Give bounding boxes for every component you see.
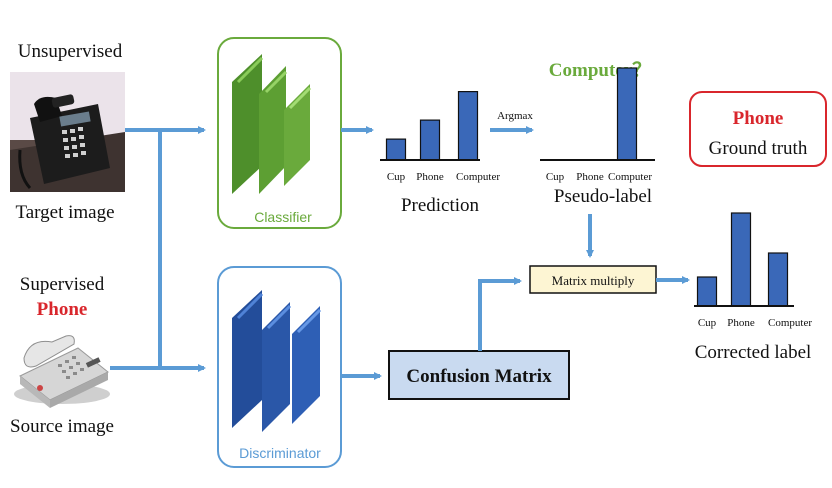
pseudo-label-label: Pseudo-label xyxy=(554,186,652,207)
matrix-to-multiply-arrow xyxy=(478,277,522,351)
prediction-chart: Cup Phone Computer xyxy=(380,90,500,183)
prediction-bar-cup xyxy=(385,138,407,161)
classifier-box: Classifier xyxy=(217,37,342,229)
corrected-label-tick-cup: Cup xyxy=(698,317,717,329)
prediction-tick-phone: Phone xyxy=(416,171,444,183)
ground-truth-box: Phone Ground truth xyxy=(689,91,827,167)
corrected-label-bar-cup xyxy=(696,276,718,307)
corrected-label-bar-phone xyxy=(730,212,752,307)
prediction-label: Prediction xyxy=(401,195,480,216)
pseudo-label-tick-computer: Computer xyxy=(608,171,652,183)
pseudo-label-tick-cup: Cup xyxy=(546,171,565,183)
source-image xyxy=(14,335,110,408)
ground-truth-label: Ground truth xyxy=(709,138,808,159)
input-arrows xyxy=(110,126,206,372)
prediction-tick-computer: Computer xyxy=(456,171,500,183)
discriminator-layers-icon xyxy=(232,290,322,432)
source-class-label: Phone xyxy=(37,299,88,320)
target-image xyxy=(10,72,125,192)
source-image-label: Source image xyxy=(10,416,114,437)
matrix-multiply-box: Matrix multiply xyxy=(529,265,657,294)
corrected-label-chart: Cup Phone Computer xyxy=(694,212,812,329)
argmax-label: Argmax xyxy=(497,110,533,122)
prediction-bar-computer xyxy=(457,90,479,161)
pseudo-label-bar-computer xyxy=(616,67,638,161)
corrected-label-tick-phone: Phone xyxy=(727,317,755,329)
corrected-label-tick-computer: Computer xyxy=(768,317,812,329)
unsupervised-label: Unsupervised xyxy=(18,41,123,62)
classifier-label: Classifier xyxy=(254,209,312,225)
matrix-multiply-label: Matrix multiply xyxy=(552,273,635,288)
pseudo-label-tick-phone: Phone xyxy=(576,171,604,183)
pseudo-label-chart: Cup Phone Computer xyxy=(540,67,655,183)
corrected-label-label: Corrected label xyxy=(695,342,812,363)
supervised-label: Supervised xyxy=(20,274,105,295)
prediction-bar-phone xyxy=(419,119,441,161)
discriminator-box: Discriminator xyxy=(217,266,342,468)
confusion-matrix-label: Confusion Matrix xyxy=(406,366,552,387)
ground-truth-class: Phone xyxy=(733,108,784,129)
prediction-tick-cup: Cup xyxy=(387,171,406,183)
classifier-layers-icon xyxy=(232,54,312,194)
discriminator-label: Discriminator xyxy=(239,445,321,461)
target-image-label: Target image xyxy=(15,202,114,223)
confusion-matrix-box: Confusion Matrix xyxy=(388,350,570,400)
corrected-label-bar-computer xyxy=(767,252,789,307)
